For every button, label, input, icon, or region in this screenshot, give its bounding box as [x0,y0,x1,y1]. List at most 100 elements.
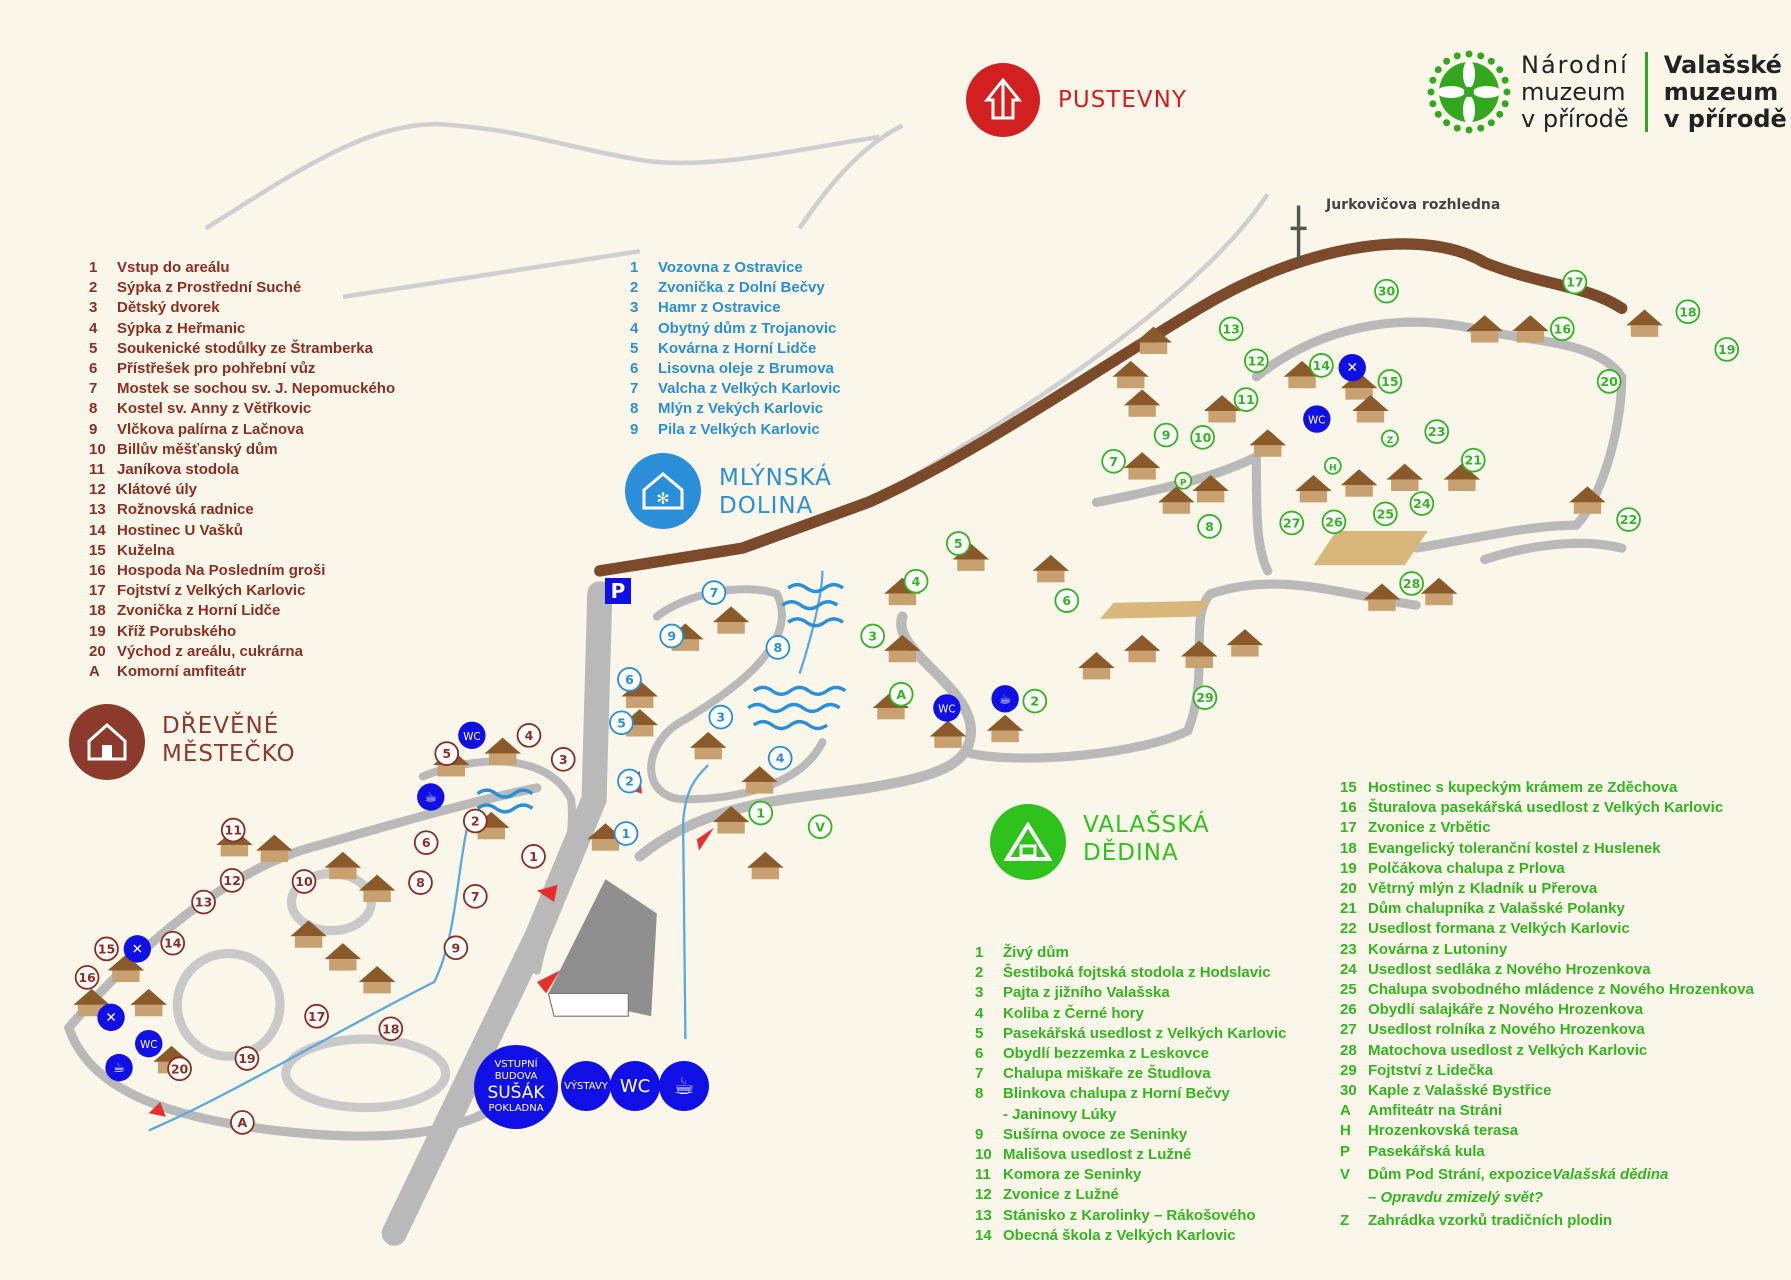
map-marker[interactable]: 27 [1279,510,1305,536]
map-marker[interactable]: 10 [1190,424,1215,450]
legend-item-number: 7 [630,380,639,398]
map-marker[interactable]: 13 [1218,316,1244,342]
map-marker[interactable]: 9 [443,935,469,961]
legend-item-label: Fojtství z Velkých Karlovic [117,582,306,600]
map-marker[interactable]: 17 [304,1003,329,1029]
restaurant-icon[interactable]: ✕ [97,1003,125,1032]
marker-label: A [238,1115,248,1130]
map-marker[interactable]: 2 [1022,688,1048,714]
map-marker[interactable]: 28 [1399,571,1424,596]
map-marker[interactable]: 3 [860,623,885,649]
entrance-building-button[interactable]: VSTUPNÍ BUDOVA SUŠÁK POKLADNA [474,1045,558,1129]
map-marker[interactable]: 20 [167,1056,192,1082]
map-marker[interactable]: 3 [708,704,734,730]
legend-item-number: 5 [975,1024,984,1042]
map-marker[interactable]: 23 [1424,419,1450,444]
map-marker[interactable]: A [888,681,914,707]
building-icon [986,714,1024,743]
entrance-wc-button[interactable]: WC [610,1061,660,1111]
map-marker[interactable]: 15 [1377,369,1403,394]
legend-item-label: Janíkova stodola [117,461,239,479]
restaurant-icon[interactable]: ✕ [1338,353,1366,382]
map-marker[interactable]: 30 [1374,278,1399,304]
wc-icon[interactable]: WC [933,694,961,722]
map-marker[interactable]: 6 [1054,588,1080,613]
map-marker[interactable]: V [807,814,833,840]
map-marker[interactable]: 6 [617,667,642,692]
wc-icon[interactable]: WC [1303,405,1331,433]
map-marker[interactable]: 1 [748,800,774,826]
map-marker[interactable]: 3 [550,746,576,772]
map-marker[interactable]: 16 [74,965,100,990]
marker-label: 12 [223,873,240,888]
map-marker[interactable]: P [1174,471,1193,490]
restaurant-icon[interactable]: ✕ [123,935,152,963]
map-marker[interactable]: 10 [291,869,317,894]
map-marker[interactable]: 20 [1596,369,1622,394]
map-marker[interactable]: 5 [609,710,634,736]
map-marker[interactable]: 16 [1550,316,1575,342]
map-marker[interactable]: 29 [1192,685,1218,710]
map-marker[interactable]: 17 [1562,269,1588,295]
cafe-icon[interactable]: ☕ [659,1061,709,1111]
map-marker[interactable]: 12 [219,868,245,893]
map-marker[interactable]: 7 [462,884,488,909]
map-marker[interactable]: 9 [1153,422,1179,448]
map-marker[interactable]: A [230,1110,255,1135]
cafe-icon[interactable]: ☕ [417,783,445,811]
map-marker[interactable]: 8 [765,635,791,660]
legend-item-number: 4 [975,1004,984,1022]
cafe-icon[interactable]: ☕ [991,685,1019,713]
map-marker[interactable]: 4 [516,723,542,748]
marker-label: 15 [1381,374,1398,389]
exhibitions-button[interactable]: VÝSTAVY [561,1061,611,1111]
map-marker[interactable]: 18 [1675,299,1701,325]
map-marker[interactable]: 11 [1233,387,1259,412]
map-marker[interactable]: 22 [1616,507,1641,532]
map-marker[interactable]: 26 [1321,509,1347,535]
legend-item-label: Obydlí salajkáře z Nového Hrozenkova [1368,1001,1644,1019]
map-marker[interactable]: 24 [1409,491,1435,516]
map-marker[interactable]: 14 [1309,353,1334,378]
map-marker[interactable]: 12 [1243,348,1269,374]
map-marker[interactable]: 4 [903,568,929,594]
map-marker[interactable]: 1 [521,844,546,869]
wc-icon[interactable]: WC [458,721,486,750]
map-marker[interactable]: 8 [1197,514,1222,539]
legend-item-number: 17 [89,582,106,600]
cafe-icon[interactable]: ☕ [105,1053,133,1082]
legend-item-number: 26 [1340,1001,1357,1019]
map-marker[interactable]: 7 [701,580,727,605]
map-marker[interactable]: 9 [659,623,685,649]
map-marker[interactable]: 1 [613,821,639,846]
legend-item-number: 5 [630,339,639,357]
legend-item-number: 9 [975,1125,984,1143]
building-icon [1340,372,1378,400]
map-marker[interactable]: Z [1381,429,1399,448]
map-marker[interactable]: 2 [462,808,488,834]
map-marker[interactable]: 11 [220,817,246,843]
map-marker[interactable]: 14 [160,930,186,956]
map-marker[interactable]: 13 [191,889,216,915]
legend-item-label: Koliba z Černé hory [1003,1004,1144,1022]
map-marker[interactable]: 5 [945,531,971,556]
map-marker[interactable]: 18 [378,1016,404,1042]
building-icon [741,766,778,794]
map-marker[interactable]: 4 [767,745,793,771]
map-marker[interactable]: 19 [234,1046,260,1071]
map-marker[interactable]: 2 [617,768,642,794]
map-marker[interactable]: 6 [413,830,439,856]
map-marker[interactable]: 5 [434,741,460,766]
map-marker[interactable]: 21 [1460,447,1486,473]
map-marker[interactable]: 7 [1101,448,1126,474]
map-marker[interactable]: 8 [408,870,433,895]
map-marker[interactable]: H [1323,456,1342,475]
map-marker[interactable]: 19 [1714,337,1740,362]
building-icon [1340,469,1378,497]
wc-icon[interactable]: WC [135,1029,163,1058]
building-icon [358,874,396,903]
map-marker[interactable]: 25 [1373,501,1398,527]
map-marker[interactable]: 15 [94,936,119,962]
